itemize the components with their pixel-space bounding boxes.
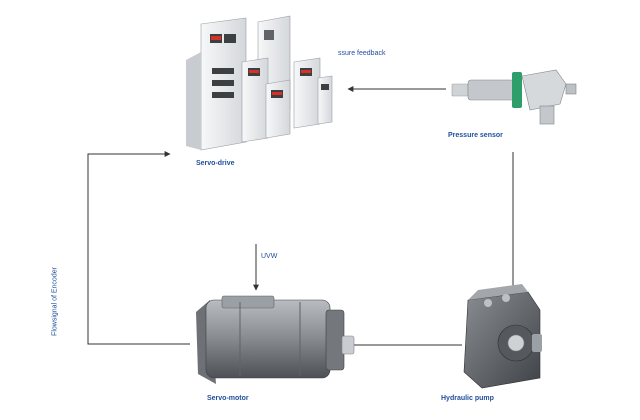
- pressure-sensor-device: [451, 69, 577, 125]
- pressure-sensor-label: Pressure sensor: [448, 132, 503, 139]
- uvw-label: UVW: [261, 253, 278, 260]
- pressure-feedback-label: ssure feedback: [338, 50, 386, 57]
- hydraulic-pump-label: Hydraulic pump: [441, 395, 494, 402]
- servo-motor-label: Servo-motor: [207, 395, 249, 402]
- servo-motor-device: [196, 295, 355, 384]
- servo-drive-device: [186, 15, 333, 151]
- encoder-signal-label: Flowsignal of Encoder: [51, 267, 59, 336]
- servo-drive-label: Servo-drive: [196, 160, 235, 167]
- connector-encoder-loop: [87, 151, 190, 345]
- hydraulic-pump-device: [463, 284, 542, 389]
